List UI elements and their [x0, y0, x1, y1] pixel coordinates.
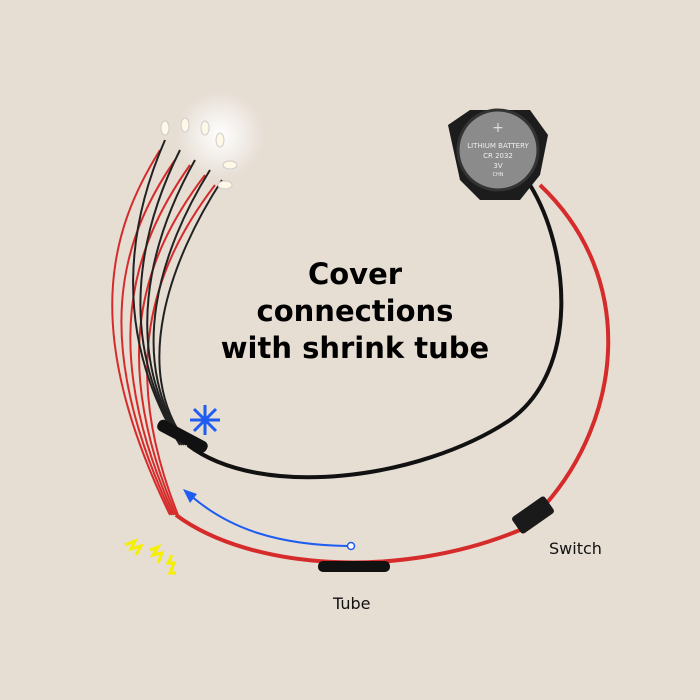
- headline-line-1: Cover: [307, 257, 403, 291]
- asterisk-icon: [190, 405, 220, 435]
- switch-label: Switch: [549, 539, 602, 558]
- battery-holder: + LITHIUM BATTERY CR 2032 3V CHN: [448, 108, 548, 200]
- shrink-tube-black: [157, 419, 208, 453]
- headline: Cover connections with shrink tube: [200, 256, 510, 367]
- spark-icon: [124, 538, 177, 575]
- tube-label: Tube: [333, 594, 371, 613]
- red-wire-battery: [538, 183, 611, 507]
- headline-line-2: connections: [256, 294, 454, 328]
- switch-icon: [512, 496, 554, 534]
- battery-origin: CHN: [493, 172, 504, 178]
- battery-voltage: 3V: [493, 162, 502, 170]
- shrink-tube-red: [318, 561, 390, 572]
- battery-model: CR 2032: [483, 152, 513, 160]
- black-wire: [186, 183, 564, 480]
- battery-label: LITHIUM BATTERY: [467, 142, 529, 150]
- headline-line-3: with shrink tube: [220, 331, 490, 365]
- led-black-wires: [132, 139, 223, 446]
- led-bulbs: [160, 117, 238, 190]
- battery-plus: +: [492, 120, 504, 136]
- arrow-icon: [183, 489, 356, 551]
- red-wire: [174, 513, 521, 565]
